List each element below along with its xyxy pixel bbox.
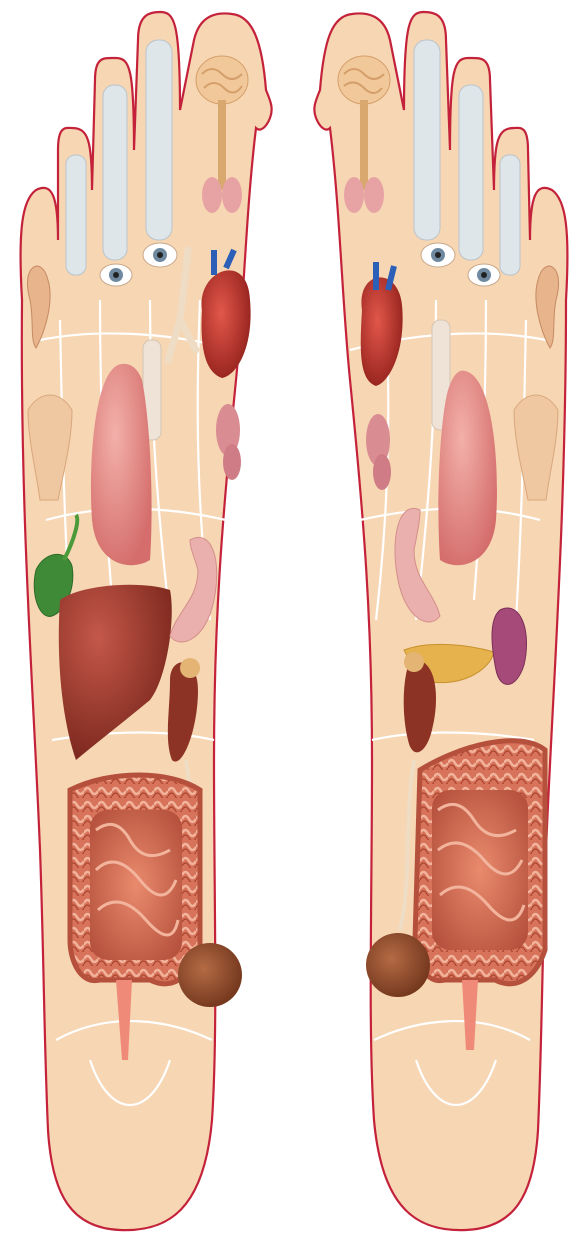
- left-bladder: [366, 933, 430, 997]
- right-bladder: [178, 943, 242, 1007]
- right-small-intestine: [90, 810, 182, 960]
- left-spleen: [492, 608, 527, 684]
- left-foot: [314, 12, 567, 1230]
- right-foot: [21, 12, 272, 1230]
